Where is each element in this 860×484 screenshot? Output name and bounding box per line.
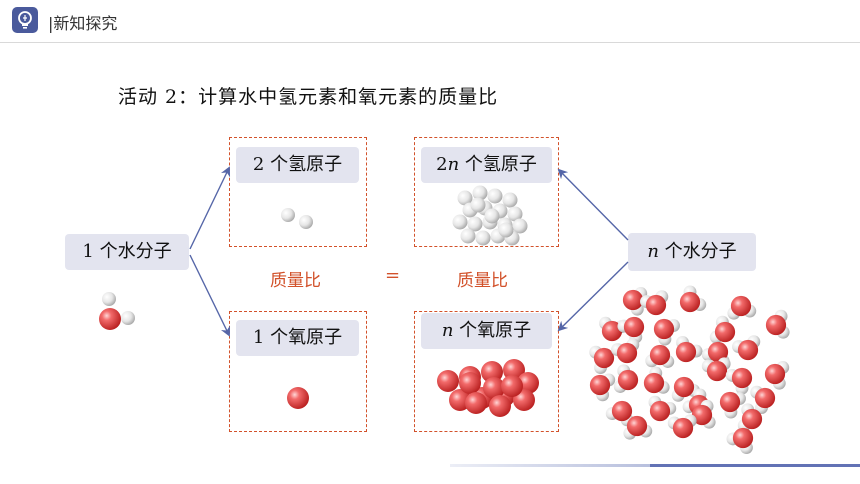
oxygen-atom (611, 400, 633, 422)
label-one-water-molecule: 1 个水分子 (65, 234, 189, 270)
label-n-o-atoms: n 个氧原子 (421, 313, 552, 349)
header: |新知探究 (0, 0, 860, 42)
arrow-to-o-atom (189, 254, 230, 337)
oxygen-atom (649, 344, 671, 366)
oxygen-atom (741, 408, 763, 430)
oxygen-atom (765, 314, 787, 336)
hydrogen-atom (299, 215, 313, 229)
oxygen-atom (649, 400, 671, 422)
footer-bar-light (450, 464, 650, 467)
arrow-to-many-o-atoms (557, 261, 629, 332)
arrow-to-many-h-atoms (557, 168, 629, 241)
oxygen-atom (489, 395, 511, 417)
hydrogen-atom (121, 311, 135, 325)
oxygen-atom (714, 321, 736, 343)
oxygen-atom (672, 417, 694, 439)
hydrogen-atom (502, 192, 518, 208)
oxygen-atom (437, 370, 459, 392)
oxygen-atom (617, 369, 639, 391)
oxygen-atom (99, 308, 121, 330)
oxygen-atom (481, 361, 503, 383)
hydrogen-atom (512, 218, 528, 234)
hydrogen-atom (281, 208, 295, 222)
hydrogen-atom (452, 214, 468, 230)
oxygen-atom (501, 375, 523, 397)
oxygen-atom (737, 339, 759, 361)
oxygen-atom (675, 341, 697, 363)
oxygen-atom (732, 427, 754, 449)
oxygen-atom (707, 341, 729, 363)
oxygen-atom (719, 391, 741, 413)
oxygen-atom (483, 377, 505, 399)
oxygen-atom (589, 374, 611, 396)
h-atoms-box (229, 137, 367, 247)
activity-title: 活动 2：计算水中氢元素和氧元素的质量比 (118, 86, 499, 108)
oxygen-atom (673, 376, 695, 398)
oxygen-atom (626, 415, 648, 437)
arrow-to-h-atoms (189, 166, 231, 250)
oxygen-atom (691, 404, 713, 426)
mass-ratio-right: 质量比 (457, 271, 508, 291)
hydrogen-atom (507, 206, 523, 222)
hydrogen-atom (470, 197, 486, 213)
label-n-water-molecules: n 个水分子 (628, 233, 756, 271)
oxygen-atom (622, 289, 644, 311)
oxygen-atom (731, 367, 753, 389)
hydrogen-atom (457, 190, 473, 206)
hydrogen-atom (498, 222, 514, 238)
oxygen-atom (623, 316, 645, 338)
hydrogen-atom (484, 208, 500, 224)
oxygen-atom (706, 360, 728, 382)
lightbulb-icon (12, 7, 38, 33)
equals-sign: = (385, 265, 401, 286)
label-one-o-atom: 1 个氧原子 (236, 320, 359, 356)
oxygen-atom (754, 387, 776, 409)
label-two-h-atoms: 2 个氢原子 (236, 147, 359, 183)
page-section-title: |新知探究 (48, 14, 118, 33)
oxygen-atom (503, 359, 525, 381)
oxygen-atom (730, 295, 752, 317)
oxygen-atom (287, 387, 309, 409)
hydrogen-atom (475, 230, 491, 246)
hydrogen-atom (472, 185, 488, 201)
hydrogen-atom (460, 228, 476, 244)
mass-ratio-left: 质量比 (270, 271, 321, 291)
oxygen-atom (764, 363, 786, 385)
o-atom-box (229, 311, 367, 432)
label-2n-h-atoms: 2n 个氢原子 (421, 147, 552, 183)
oxygen-atom (601, 320, 623, 342)
hydrogen-atom (467, 216, 483, 232)
hydrogen-atom (102, 292, 116, 306)
oxygen-atom (616, 342, 638, 364)
oxygen-atom (645, 294, 667, 316)
oxygen-atom (653, 318, 675, 340)
header-divider (0, 42, 860, 43)
oxygen-atom (679, 291, 701, 313)
oxygen-atom (459, 372, 481, 394)
many-h-atoms-box (414, 137, 559, 247)
hydrogen-atom (487, 188, 503, 204)
oxygen-atom (643, 372, 665, 394)
oxygen-atom (593, 347, 615, 369)
oxygen-atom (465, 392, 487, 414)
many-o-atoms-box (414, 311, 559, 432)
footer-bar-dark (650, 464, 860, 467)
